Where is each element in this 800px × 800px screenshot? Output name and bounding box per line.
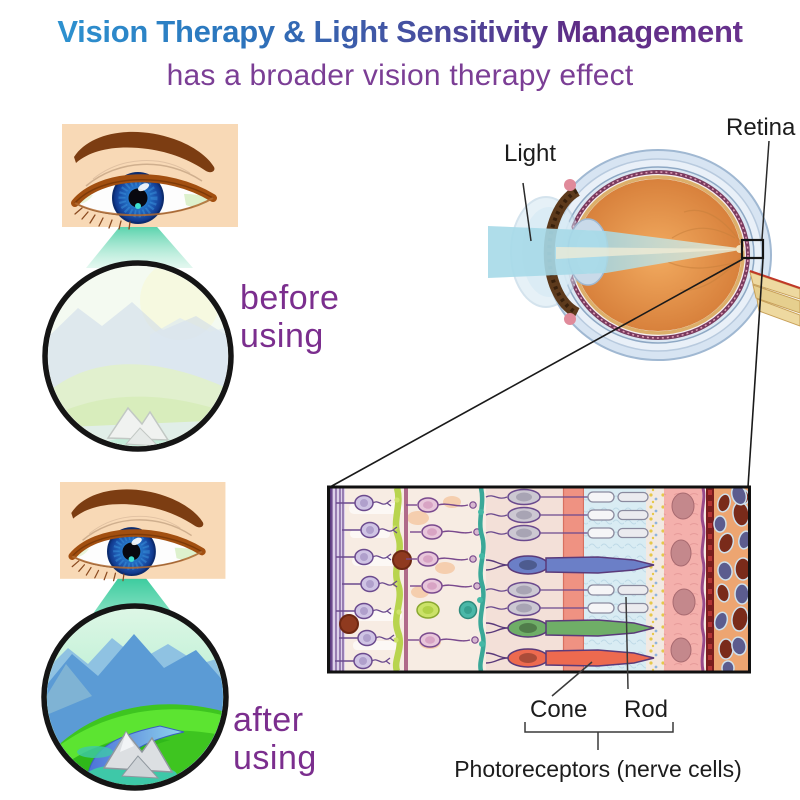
light-label: Light [504, 140, 557, 167]
label-pointer-lines [522, 140, 770, 242]
retina-pointer-line [761, 140, 770, 240]
rpe-nuclei [670, 492, 696, 663]
light-beam [488, 226, 746, 278]
retina-label: Retina [726, 114, 796, 141]
magnifier-circle-before [42, 260, 234, 452]
cone-label: Cone [530, 696, 588, 723]
magnification-lines [329, 258, 764, 488]
rod-label: Rod [624, 696, 669, 723]
panel-border [327, 485, 751, 674]
page-subtitle: has a broader vision therapy effect [166, 59, 634, 92]
choroid-blood-cells [713, 488, 748, 671]
light-pointer-line [522, 182, 532, 242]
eye-illustration-before [62, 124, 238, 229]
eye-illustration-after [60, 482, 225, 581]
annotation-lines [524, 596, 674, 750]
amacrine-cell [339, 614, 359, 634]
light-cone-before [86, 220, 193, 268]
retina-cross-section [327, 485, 751, 674]
amacrine-cell [392, 550, 412, 570]
after-using-label: after using [233, 701, 317, 778]
page-title: Vision Therapy & Light Sensitivity Manag… [0, 14, 800, 50]
photoreceptors-label: Photoreceptors (nerve cells) [454, 756, 742, 782]
before-using-label: before using [240, 279, 340, 356]
retina-zoom-square [740, 238, 765, 260]
blurry-landscape [48, 266, 228, 446]
magnifier-circle-after [41, 603, 229, 791]
photoreceptors-bracket [524, 722, 674, 750]
clear-landscape [47, 609, 223, 785]
eyeball-diagram [488, 149, 800, 361]
optic-nerve [749, 270, 800, 327]
rod-pointer-line [625, 596, 629, 690]
cone-pointer-line [551, 661, 593, 697]
